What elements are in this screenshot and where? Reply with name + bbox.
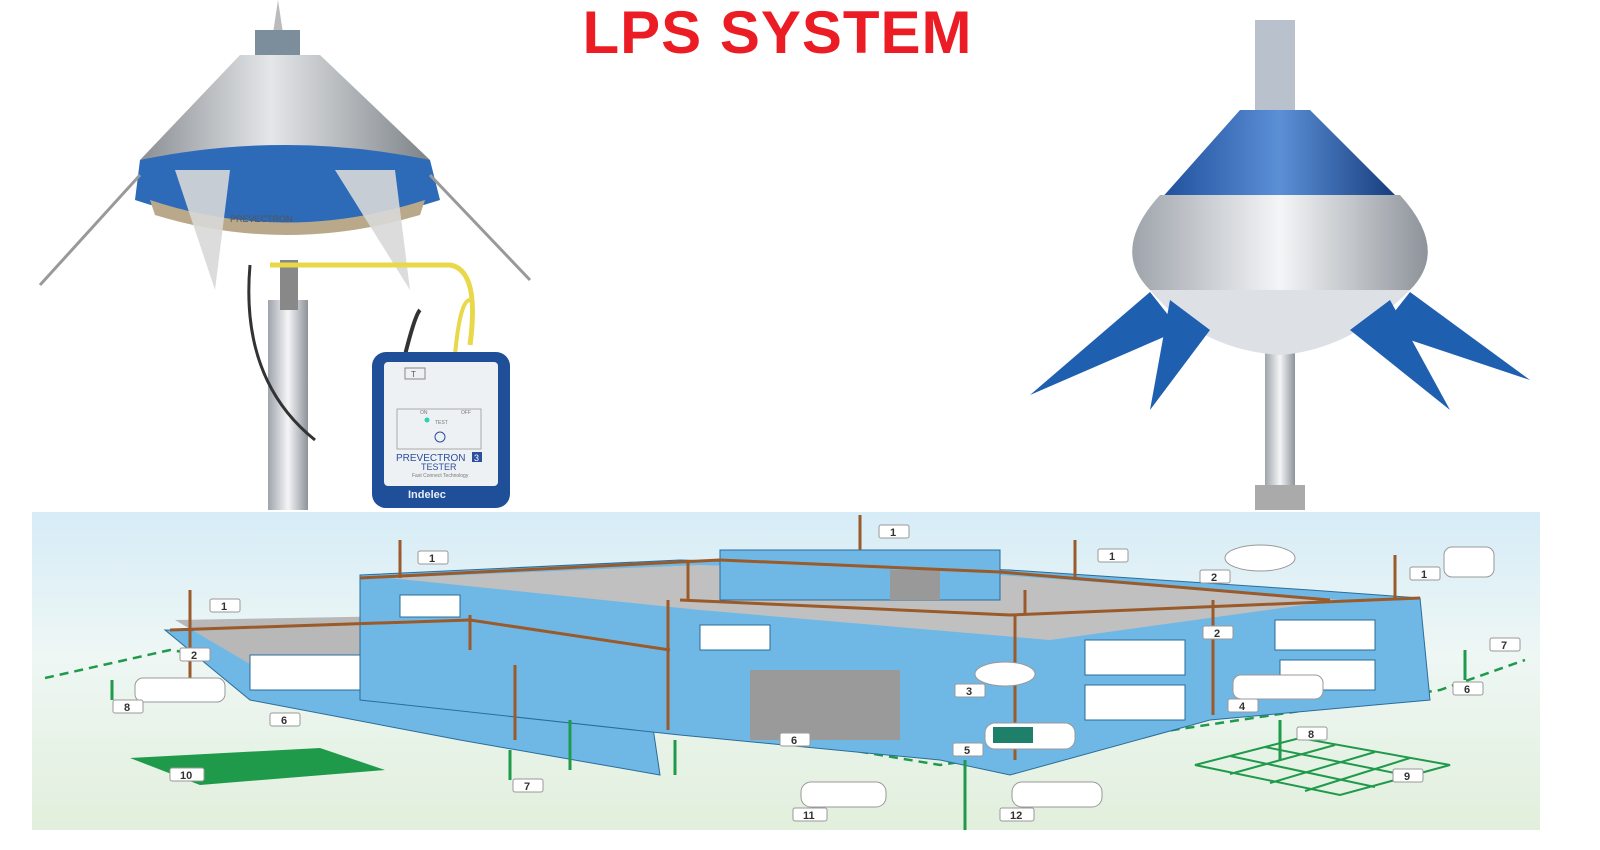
callout-label: 6 (1464, 684, 1470, 696)
callout-label: 1 (429, 553, 435, 565)
tester-on-label: ON (420, 410, 428, 416)
tester-maker-logo: Indelec (408, 489, 446, 501)
callout-label: 8 (124, 702, 130, 714)
page-title: LPS SYSTEM (582, 0, 973, 66)
callout-label: 7 (1501, 640, 1507, 652)
callout-label: 1 (1421, 569, 1427, 581)
tester-tagline: Fast Connect Technology (412, 473, 469, 479)
callout-label: 1 (1109, 551, 1115, 563)
lps-building-diagram: 1 1 1 2 1 1 2 2 7 6 3 4 8 6 6 5 8 9 10 7… (32, 512, 1540, 830)
prevectron-tester: T ON OFF TEST PREVECTRON 3 TESTER Fast C… (372, 298, 510, 508)
earth-mesh (1194, 736, 1451, 797)
left-lightning-rod-device: PREVECTRON (38, 0, 532, 510)
test-button-icon (434, 431, 446, 443)
tester-brand: PREVECTRON (396, 453, 465, 464)
callout-label: 5 (964, 745, 970, 757)
tester-off-label: OFF (461, 410, 471, 416)
callout-label: 2 (191, 650, 197, 662)
callout-label: 3 (966, 686, 972, 698)
callout-label: 1 (221, 601, 227, 613)
callout-label: 2 (1214, 628, 1220, 640)
right-lightning-rod-device (1030, 20, 1530, 510)
tester-subtitle: TESTER (421, 462, 457, 472)
callout-label: 12 (1010, 810, 1022, 822)
device-brand-label: PREVECTRON (230, 214, 293, 224)
callout-label: 7 (524, 781, 530, 793)
callout-label: 4 (1239, 701, 1246, 713)
callout-label: 11 (803, 810, 815, 822)
tester-model: 3 (474, 453, 479, 463)
callout-label: 9 (1404, 771, 1410, 783)
callout-label: 10 (180, 770, 192, 782)
callout-label: 6 (281, 715, 287, 727)
callout-label: 2 (1211, 572, 1217, 584)
tester-test-label: TEST (435, 420, 448, 426)
callout-label: 1 (890, 527, 896, 539)
on-led-icon (424, 417, 430, 423)
callout-label: 8 (1308, 729, 1314, 741)
callout-label: 6 (791, 735, 797, 747)
callout-labels: 1 1 1 2 1 1 2 2 7 6 3 4 8 6 6 5 8 9 10 7… (112, 524, 1521, 822)
tester-t-button: T (411, 370, 416, 379)
